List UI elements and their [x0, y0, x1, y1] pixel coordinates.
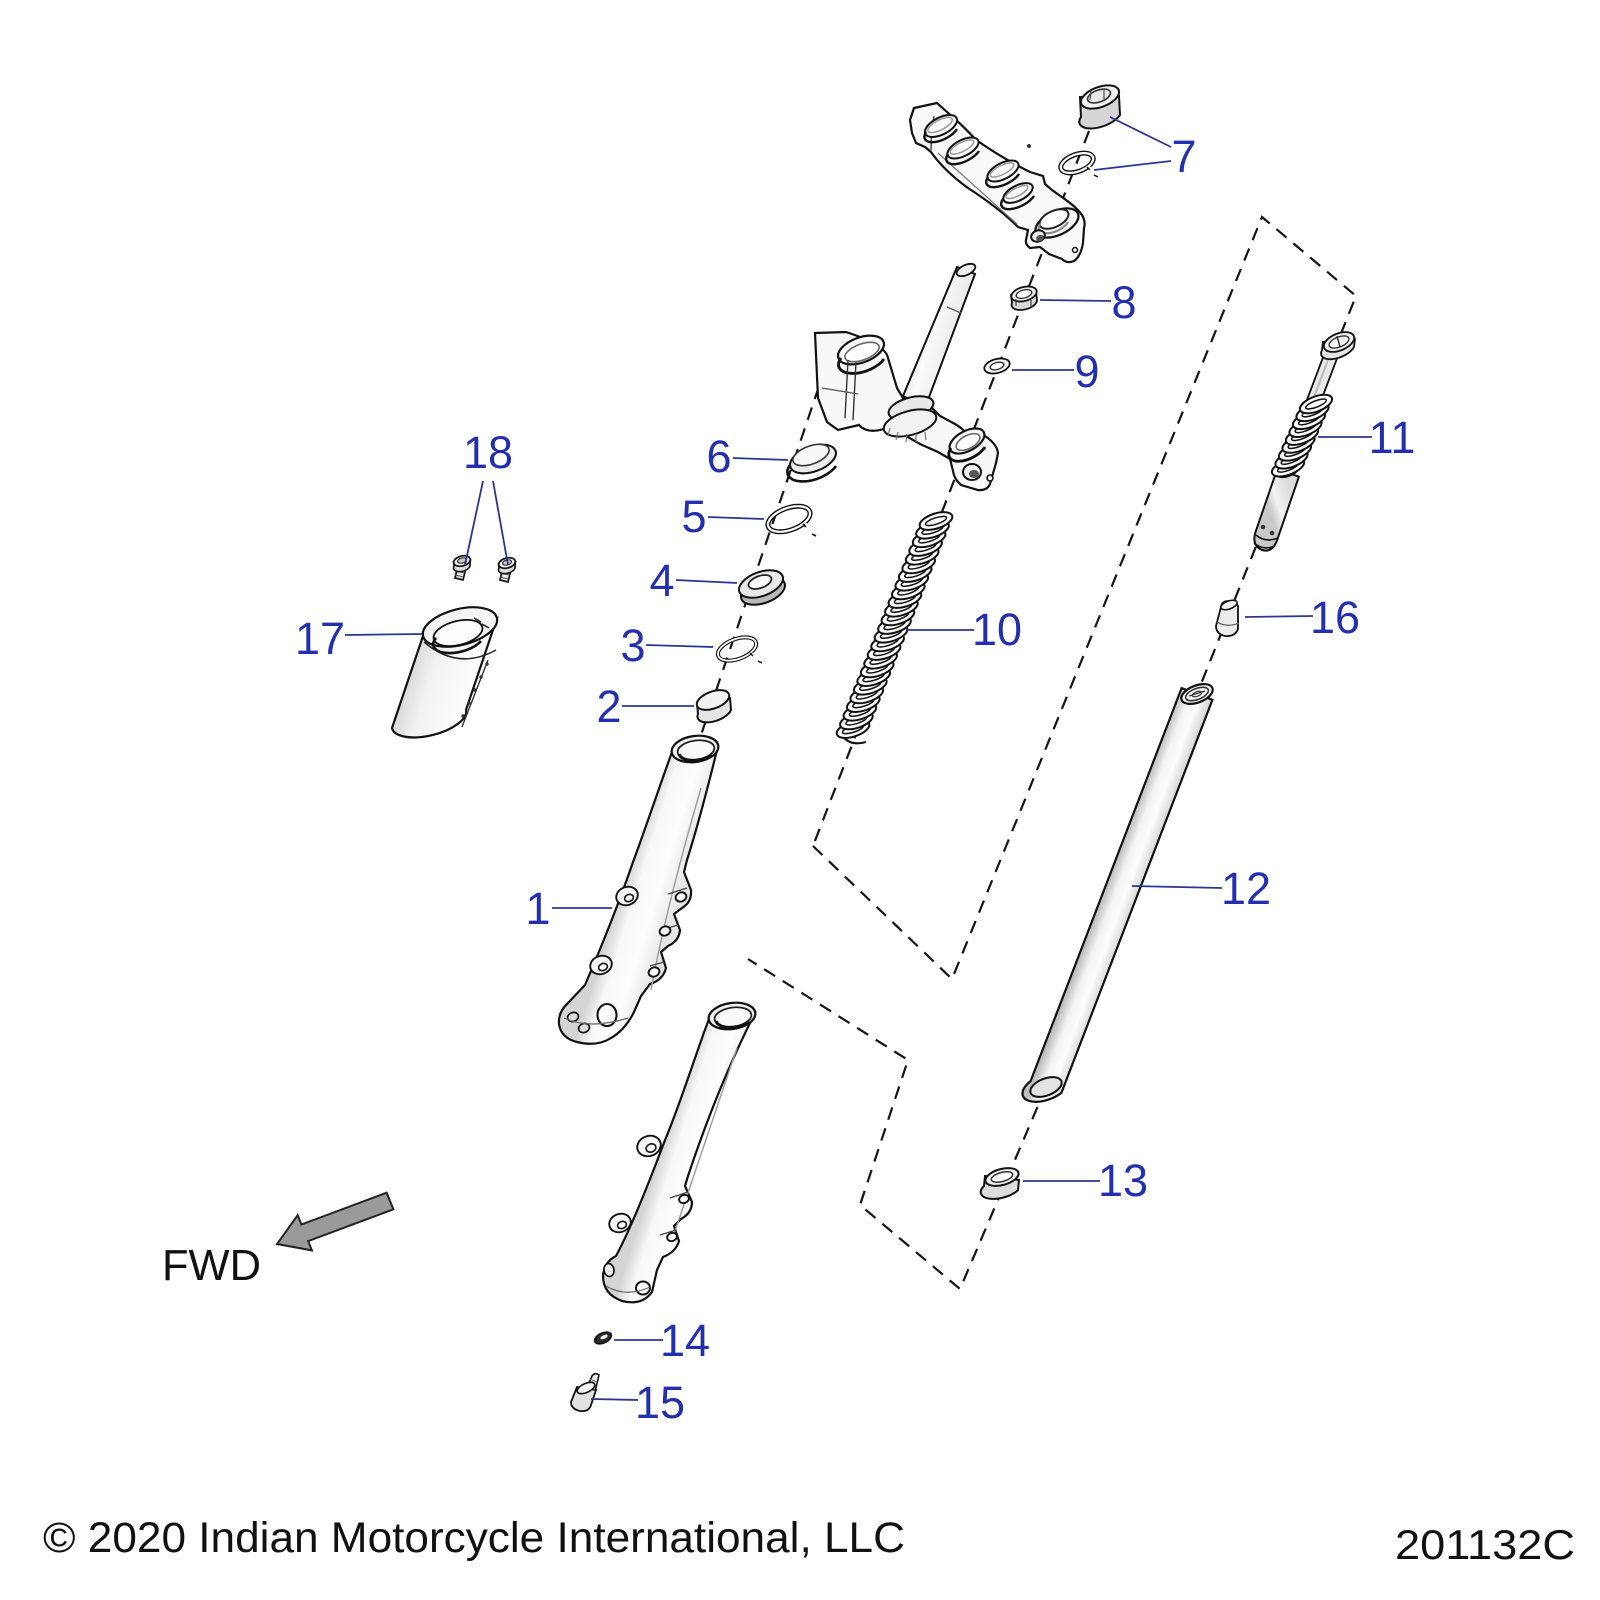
svg-text:10: 10	[972, 604, 1022, 655]
svg-text:7: 7	[1171, 131, 1196, 182]
svg-text:15: 15	[635, 1377, 685, 1428]
svg-text:17: 17	[295, 613, 345, 664]
svg-text:3: 3	[620, 620, 645, 671]
svg-text:1: 1	[525, 883, 550, 934]
svg-text:© 2020 Indian Motorcycle Inter: © 2020 Indian Motorcycle International, …	[43, 1514, 905, 1562]
svg-text:18: 18	[463, 427, 513, 478]
svg-text:2: 2	[596, 681, 621, 732]
svg-text:11: 11	[1369, 412, 1416, 463]
svg-text:13: 13	[1098, 1155, 1148, 1206]
svg-text:16: 16	[1310, 592, 1360, 643]
svg-text:8: 8	[1111, 277, 1136, 328]
svg-text:9: 9	[1074, 346, 1099, 397]
svg-text:4: 4	[649, 555, 674, 606]
svg-text:14: 14	[660, 1315, 710, 1366]
svg-text:5: 5	[681, 491, 706, 542]
svg-text:201132C: 201132C	[1395, 1521, 1575, 1568]
svg-text:6: 6	[706, 431, 731, 482]
svg-text:12: 12	[1221, 863, 1271, 914]
svg-text:FWD: FWD	[162, 1241, 261, 1290]
